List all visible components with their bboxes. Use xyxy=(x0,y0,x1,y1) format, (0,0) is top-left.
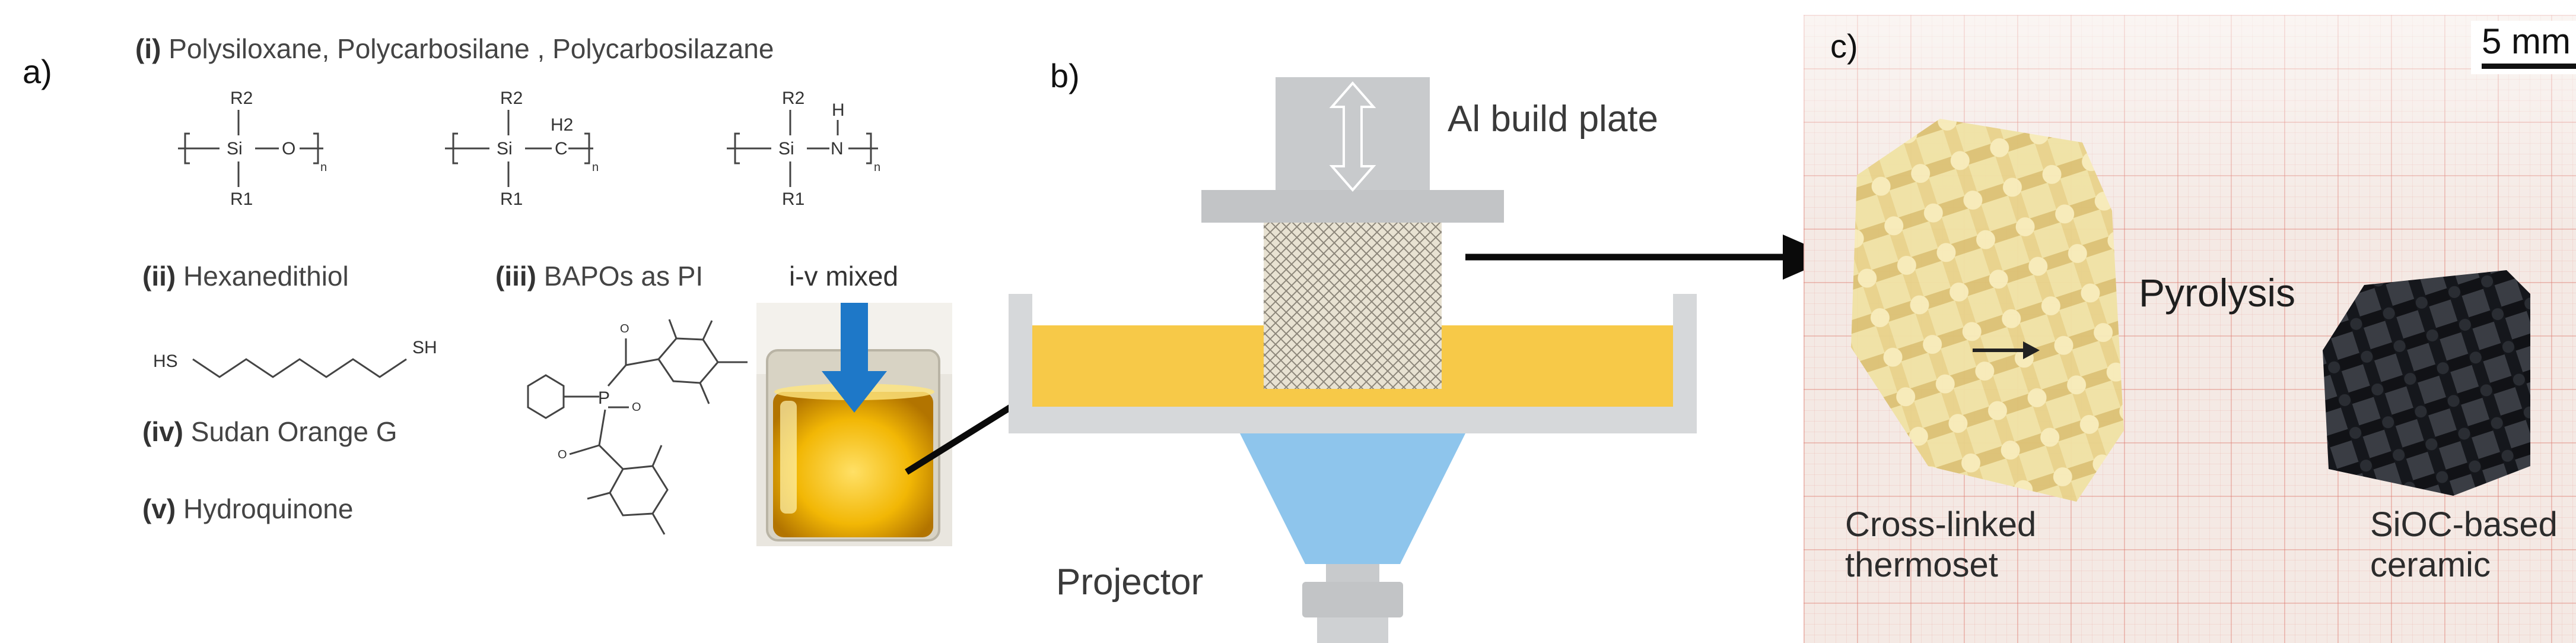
scale-bar: 5 mm xyxy=(2471,21,2576,74)
item-i-number: (i) xyxy=(135,33,161,64)
item-iii-line: (iii) BAPOs as PI xyxy=(495,260,703,292)
mixed-label: i-v mixed xyxy=(789,261,899,292)
carbosilane-si: Si xyxy=(497,139,513,159)
item-i-line: (i) Polysiloxane, Polycarbosilane , Poly… xyxy=(135,33,774,65)
bapo-p: P xyxy=(598,388,610,408)
panel-a-label: a) xyxy=(23,53,52,90)
printed-lattice-part xyxy=(1264,223,1442,389)
item-iv-text: Sudan Orange G xyxy=(190,416,397,447)
siloxane-r1: R1 xyxy=(230,189,253,209)
printer-schematic xyxy=(1009,77,1697,643)
thermoset-caption-line2: thermoset xyxy=(1845,546,1998,584)
pyrolysis-arrow-head xyxy=(2023,341,2040,359)
projector-body xyxy=(1302,582,1403,617)
item-i-text: Polysiloxane, Polycarbosilane , Polycarb… xyxy=(168,33,774,64)
silazane-r1: R1 xyxy=(782,189,804,209)
projector-neck xyxy=(1326,564,1379,582)
item-v-line: (v) Hydroquinone xyxy=(142,493,353,525)
projector-base xyxy=(1317,617,1388,643)
silazane-r2: R2 xyxy=(782,88,804,108)
silazane-h: H xyxy=(832,100,845,120)
bapo-o-top: O xyxy=(620,322,629,335)
siloxane-r2: R2 xyxy=(230,88,253,108)
item-iv-line: (iv) Sudan Orange G xyxy=(142,416,397,448)
siloxane-n: n xyxy=(320,161,327,174)
printed-samples xyxy=(1851,119,2530,502)
item-ii-text: Hexanedithiol xyxy=(183,261,349,292)
build-plate-column xyxy=(1276,77,1430,190)
ceramic-lattice xyxy=(2323,270,2530,496)
bapo-structure: P O O O xyxy=(527,319,748,535)
vat-floor xyxy=(1009,407,1697,433)
carbosilane-r2: R2 xyxy=(500,88,523,108)
build-plate-label: Al build plate xyxy=(1448,99,1659,140)
resin-beaker-photo xyxy=(756,303,952,546)
hexanedithiol-structure: HS SH xyxy=(153,338,437,378)
item-iii-text: BAPOs as PI xyxy=(543,261,704,292)
thermoset-caption: Cross-linked thermoset xyxy=(1845,505,2036,585)
polysiloxane-structure xyxy=(178,110,323,187)
up-down-arrow-icon xyxy=(1329,81,1376,192)
build-plate xyxy=(1201,190,1504,223)
blue-down-arrow-head xyxy=(822,371,887,413)
bapo-o-bottom: O xyxy=(558,448,567,461)
ceramic-caption-line2: ceramic xyxy=(2370,546,2491,584)
panel-c-label: c) xyxy=(1830,27,1858,65)
resin-left xyxy=(1032,325,1264,407)
scale-bar-line xyxy=(2482,64,2576,69)
carbosilane-n: n xyxy=(592,161,599,174)
item-iii-number: (iii) xyxy=(495,261,536,292)
item-v-text: Hydroquinone xyxy=(183,493,354,524)
scale-bar-label: 5 mm xyxy=(2482,21,2571,61)
blue-down-arrow-shaft xyxy=(841,303,868,374)
resin-right xyxy=(1442,325,1673,407)
polycarbosilane-structure xyxy=(445,110,593,187)
silazane-si: Si xyxy=(778,139,794,159)
ceramic-caption: SiOC-based ceramic xyxy=(2370,505,2558,585)
thiol-sh: SH xyxy=(412,338,437,357)
carbosilane-r1: R1 xyxy=(500,189,523,209)
projector-label: Projector xyxy=(1056,562,1204,603)
siloxane-si: Si xyxy=(227,139,243,159)
pyrolysis-label: Pyrolysis xyxy=(2139,271,2296,315)
item-ii-line: (ii) Hexanedithiol xyxy=(142,260,349,292)
arrow-part-to-photo xyxy=(1465,235,1834,280)
carbosilane-h2: H2 xyxy=(551,115,573,135)
resin-under-part xyxy=(1264,389,1442,407)
item-v-number: (v) xyxy=(142,493,176,524)
item-ii-number: (ii) xyxy=(142,261,176,292)
silazane-n: n xyxy=(874,161,880,174)
bapo-o-mid: O xyxy=(632,401,641,414)
item-iv-number: (iv) xyxy=(142,416,183,447)
panel-b-label: b) xyxy=(1050,57,1080,94)
polymer-structures: R2 Si O R1 n R2 Si H2 C R1 n xyxy=(178,88,880,209)
thiol-hs: HS xyxy=(153,351,178,371)
siloxane-o: O xyxy=(282,139,295,159)
silazane-n-atom: N xyxy=(831,139,844,159)
projector-beam xyxy=(1240,433,1465,564)
thermoset-caption-line1: Cross-linked xyxy=(1845,505,2037,544)
polycarbosilazane-structure xyxy=(727,110,878,187)
carbosilane-c: C xyxy=(555,139,568,159)
ceramic-caption-line1: SiOC-based xyxy=(2370,505,2558,544)
thermoset-lattice xyxy=(1851,119,2124,502)
